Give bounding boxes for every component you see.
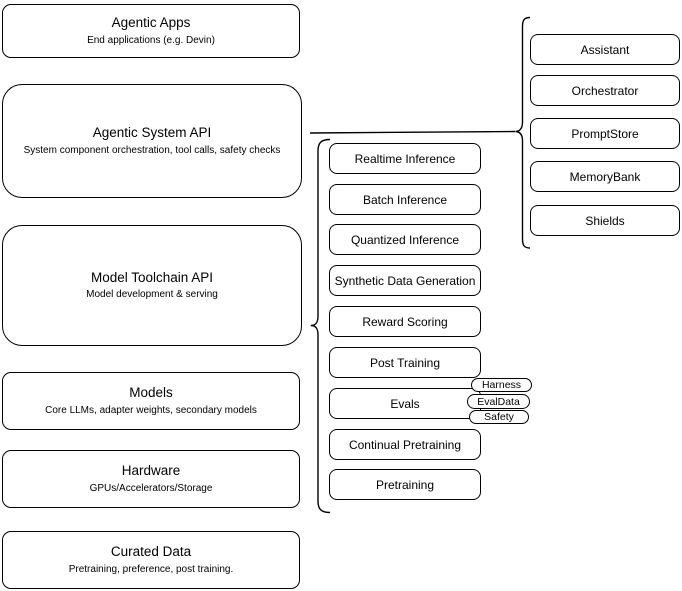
node-title: Hardware (121, 463, 181, 479)
node-label: Orchestrator (571, 83, 639, 98)
node-title: Model Toolchain API (90, 269, 214, 285)
node-quantized-inference: Quantized Inference (329, 224, 481, 255)
node-label: Pretraining (375, 477, 435, 492)
toolchain-group-brace (310, 138, 331, 514)
node-label: Continual Pretraining (348, 437, 462, 452)
node-label: Assistant (580, 42, 630, 57)
node-subtitle: GPUs/Accelerators/Storage (89, 482, 213, 494)
node-label: Evals (390, 396, 420, 411)
node-label: Shields (585, 213, 625, 228)
node-synthetic-data-generation: Synthetic Data Generation (329, 265, 481, 296)
node-models: Models Core LLMs, adapter weights, secon… (2, 372, 300, 430)
node-label: Synthetic Data Generation (334, 273, 476, 288)
node-label: MemoryBank (569, 169, 641, 184)
node-label: Quantized Inference (350, 232, 460, 247)
system-components-group-brace (515, 16, 531, 249)
node-pretraining: Pretraining (329, 469, 481, 500)
node-subtitle: System component orchestration, tool cal… (23, 144, 281, 156)
node-title: Models (129, 385, 173, 401)
tag-safety: Safety (469, 410, 529, 424)
node-reward-scoring: Reward Scoring (329, 306, 481, 337)
node-evals: Evals (329, 388, 481, 419)
node-label: Batch Inference (362, 192, 448, 207)
node-hardware: Hardware GPUs/Accelerators/Storage (2, 450, 300, 508)
node-label: Realtime Inference (354, 151, 456, 166)
node-assistant: Assistant (530, 34, 680, 65)
node-label: PromptStore (571, 126, 639, 141)
node-curated-data: Curated Data Pretraining, preference, po… (2, 531, 300, 589)
node-agentic-apps: Agentic Apps End applications (e.g. Devi… (2, 4, 300, 58)
node-subtitle: Pretraining, preference, post training. (68, 563, 234, 575)
tag-evaldata: EvalData (467, 394, 530, 409)
tag-label: Harness (481, 379, 522, 391)
node-orchestrator: Orchestrator (530, 75, 680, 106)
node-continual-pretraining: Continual Pretraining (329, 429, 481, 460)
node-subtitle: Model development & serving (86, 289, 218, 301)
node-batch-inference: Batch Inference (329, 184, 481, 215)
tag-harness: Harness (471, 378, 532, 392)
node-label: Post Training (369, 355, 441, 370)
node-post-training: Post Training (329, 347, 481, 378)
node-model-toolchain-api: Model Toolchain API Model development & … (2, 225, 302, 346)
node-title: Curated Data (110, 544, 192, 560)
node-title: Agentic Apps (111, 15, 191, 31)
node-title: Agentic System API (92, 125, 212, 141)
system-api-to-components-line (309, 130, 516, 134)
node-memorybank: MemoryBank (530, 161, 680, 192)
node-label: Reward Scoring (362, 314, 448, 329)
node-subtitle: End applications (e.g. Devin) (87, 34, 215, 46)
tag-label: EvalData (477, 395, 520, 408)
tag-label: Safety (484, 411, 514, 423)
node-shields: Shields (530, 205, 680, 236)
node-realtime-inference: Realtime Inference (329, 143, 481, 174)
node-agentic-system-api: Agentic System API System component orch… (2, 84, 302, 198)
node-subtitle: Core LLMs, adapter weights, secondary mo… (45, 404, 257, 416)
node-promptstore: PromptStore (530, 118, 680, 149)
